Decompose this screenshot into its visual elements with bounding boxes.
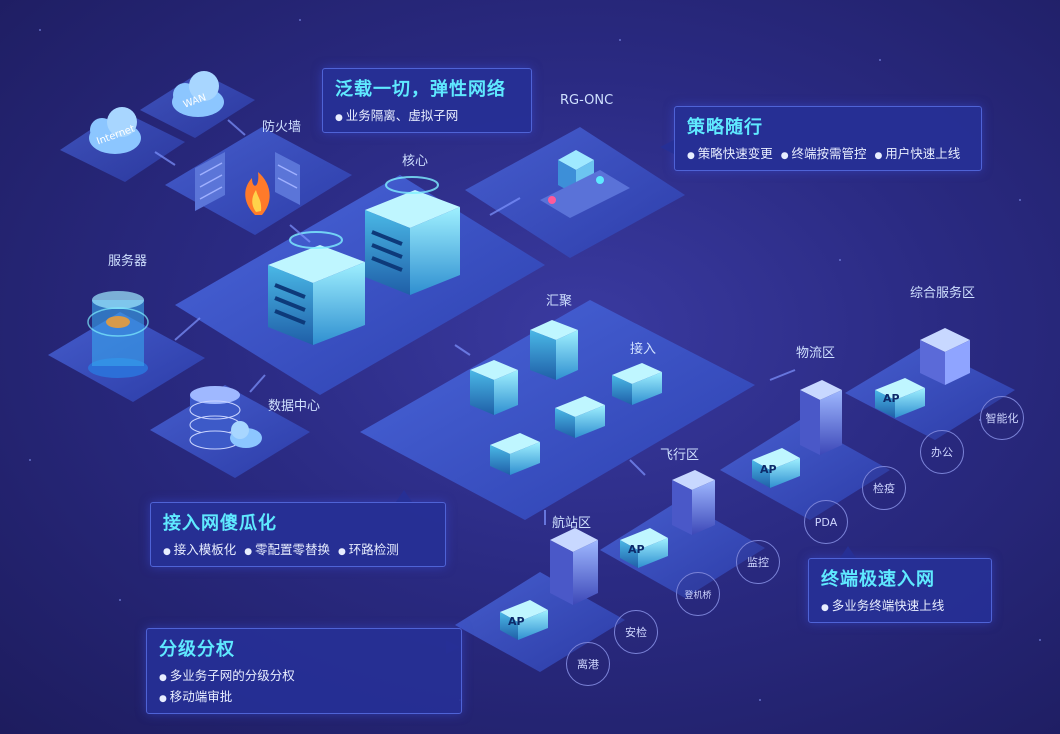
access-switch-icon [470,360,518,415]
zone-ring-badge: 检疫 [862,466,906,510]
callout-access-simple: 接入网傻瓜化 接入模板化 零配置零替换 环路检测 [150,502,446,567]
ap-label: AP [508,615,525,628]
callout-tail [446,640,460,654]
server-icon [87,291,149,378]
logistics-label: 物流区 [796,346,836,361]
callout-item: 多业务终端快速上线 [821,595,945,614]
core-switch-icons [268,176,460,345]
callout-item: 终端按需管控 [781,143,866,162]
ap-label: AP [883,392,900,405]
aggregation-switch-icon [530,320,578,380]
firewall-icon [195,152,300,215]
callout-item: 环路检测 [338,539,399,558]
cloud-icons [89,71,224,154]
callout-item: 接入模板化 [163,539,237,558]
callout-item: 移动端审批 [159,689,232,704]
datacenter-label: 数据中心 [268,399,321,414]
zone-ring-badge: 监控 [736,540,780,584]
service-building-icon [920,328,970,385]
callout-tail [840,546,856,558]
callout-flex-network: 泛载一切，弹性网络 业务隔离、虚拟子网 [322,68,532,133]
callout-policy: 策略随行 策略快速变更 终端按需管控 用户快速上线 [674,106,982,171]
callout-hierarchy: 分级分权 多业务子网的分级分权 移动端审批 [146,628,462,714]
logistics-building-icon [800,380,842,455]
callout-terminal-fast: 终端极速入网 多业务终端快速上线 [808,558,992,623]
callout-title: 分级分权 [159,639,235,660]
ap-icons [500,378,925,640]
aggregation-label: 汇聚 [546,294,573,309]
callout-title: 泛载一切，弹性网络 [335,79,506,100]
zone-ring-badge: 离港 [566,642,610,686]
connector-arrows [154,119,796,525]
zone-ring-badge: 安检 [614,610,658,654]
ap-icon [875,378,925,418]
ap-icon [620,528,668,568]
access-switch-icons [470,320,662,475]
zone-ring-badge: 智能化 [980,396,1024,440]
logistics-platform [720,420,890,520]
internet-cloud-icon [89,107,141,154]
terminal-zone-label: 航站区 [552,516,592,531]
database-icon [189,386,262,450]
core-switch-icon [268,231,365,345]
zone-ring-badge: PDA [804,500,848,544]
access-switch-icon [612,363,662,405]
callout-item: 零配置零替换 [244,539,330,558]
callout-title: 终端极速入网 [821,569,935,590]
flight-platform [600,500,765,598]
service-zone-label: 综合服务区 [910,286,976,301]
ap-icon [500,600,548,640]
zone-ring-badge: 办公 [920,430,964,474]
callout-title: 接入网傻瓜化 [163,513,277,534]
access-label: 接入 [630,342,657,357]
callout-tail [396,490,412,502]
callout-tail [660,140,674,154]
service-platform [845,345,1015,440]
access-switch-icon [490,433,540,475]
callout-item: 策略快速变更 [687,143,773,162]
flight-building-icon [672,470,715,535]
access-switch-icon [555,396,605,438]
core-label: 核心 [402,154,429,169]
wan-cloud-icon [172,71,224,117]
core-switch-icon [365,176,460,295]
callout-item: 多业务子网的分级分权 [159,668,295,683]
zone-ring-badge: 登机桥 [676,572,720,616]
ap-label: AP [628,543,645,556]
terminal-building-icon [550,528,598,605]
callout-item: 用户快速上线 [874,143,960,162]
flight-zone-label: 飞行区 [660,448,700,463]
server-label: 服务器 [108,254,148,269]
callout-item: 业务隔离、虚拟子网 [335,105,459,124]
ap-label: AP [760,463,777,476]
controller-icon [540,150,630,218]
building-icons [550,328,970,605]
callout-title: 策略随行 [687,117,763,138]
ap-icon [752,448,800,488]
rgonc-label: RG-ONC [560,93,614,108]
firewall-label: 防火墙 [262,120,302,135]
